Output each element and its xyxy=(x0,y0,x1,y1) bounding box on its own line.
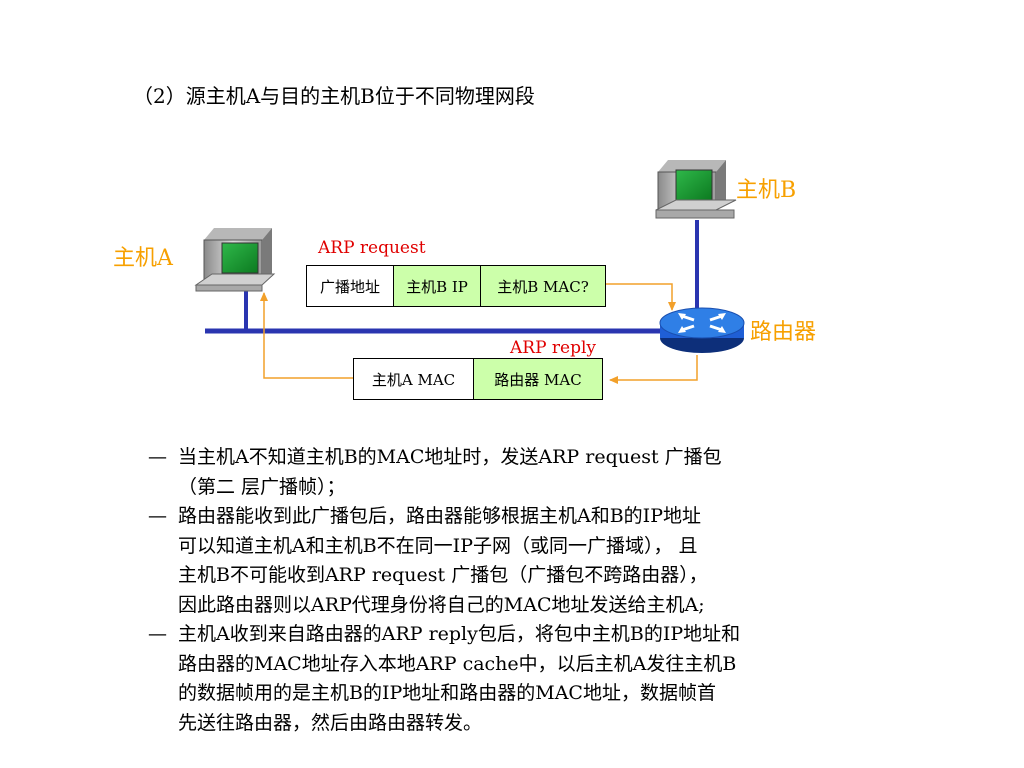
frame-field-host-b-mac: 主机B MAC? xyxy=(481,266,605,306)
arp-reply-frame: 主机A MAC 路由器 MAC xyxy=(353,358,603,400)
list-item: — 当主机A不知道主机B的MAC地址时，发送ARP request 广播包 （第… xyxy=(148,443,908,502)
bullet-dash: — xyxy=(148,446,167,468)
bullet-line: 路由器能收到此广播包后，路由器能够根据主机A和B的IP地址 xyxy=(178,505,701,527)
host-b-computer-icon xyxy=(655,160,737,219)
bullet-dash: — xyxy=(148,623,167,645)
bullet-line: 可以知道主机A和主机B不在同一IP子网（或同一广播域）， 且 xyxy=(178,534,698,557)
bullet-line: 因此路由器则以ARP代理身份将自己的MAC地址发送给主机A; xyxy=(178,593,705,616)
arp-request-label: ARP request xyxy=(318,238,426,258)
slide-title: （2）源主机A与目的主机B位于不同物理网段 xyxy=(133,84,535,108)
list-item: — 路由器能收到此广播包后，路由器能够根据主机A和B的IP地址 可以知道主机A和… xyxy=(148,502,908,620)
explanation-list: — 当主机A不知道主机B的MAC地址时，发送ARP request 广播包 （第… xyxy=(148,443,908,738)
bullet-line: 的数据帧用的是主机B的IP地址和路由器的MAC地址，数据帧首 xyxy=(178,682,716,704)
arp-request-frame: 广播地址 主机B IP 主机B MAC? xyxy=(306,265,606,307)
bullet-line: 路由器的MAC地址存入本地ARP cache中，以后主机A发往主机B xyxy=(178,652,737,675)
frame-field-host-b-ip: 主机B IP xyxy=(394,266,481,306)
bullet-line: 当主机A不知道主机B的MAC地址时，发送ARP request 广播包 xyxy=(178,446,722,468)
bullet-dash: — xyxy=(148,505,167,527)
router-icon xyxy=(659,307,745,353)
host-b-label: 主机B xyxy=(736,178,797,203)
arp-request-arrow xyxy=(604,283,676,311)
host-a-computer-icon xyxy=(194,228,276,292)
frame-field-broadcast-address: 广播地址 xyxy=(307,266,394,306)
bullet-line: 先送往路由器，然后由路由器转发。 xyxy=(178,711,483,734)
arp-reply-arrow-out xyxy=(260,292,353,379)
host-a-label: 主机A xyxy=(113,246,173,271)
bullet-line: 主机A收到来自路由器的ARP reply包后，将包中主机B的IP地址和 xyxy=(178,623,741,645)
frame-field-router-mac: 路由器 MAC xyxy=(474,359,602,399)
frame-field-host-a-mac: 主机A MAC xyxy=(354,359,474,399)
bullet-line: （第二 层广播帧）； xyxy=(178,475,346,498)
arp-reply-arrow-in xyxy=(609,355,698,384)
arp-reply-label: ARP reply xyxy=(510,338,597,358)
router-label: 路由器 xyxy=(750,320,817,345)
bullet-line: 主机B不可能收到ARP request 广播包（广播包不跨路由器）， xyxy=(178,564,708,586)
list-item: — 主机A收到来自路由器的ARP reply包后，将包中主机B的IP地址和 路由… xyxy=(148,620,908,738)
